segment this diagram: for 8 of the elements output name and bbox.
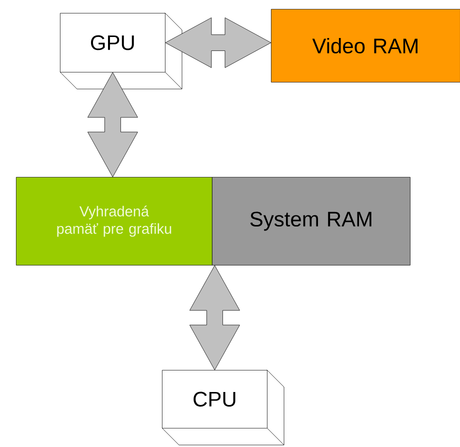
memory-box: Vyhradená pamäť pre grafiku bbox=[16, 177, 212, 266]
double-arrow bbox=[88, 72, 138, 178]
double-arrow bbox=[165, 18, 272, 68]
box-3d: CPU bbox=[162, 370, 284, 446]
double-arrow bbox=[190, 265, 240, 370]
memory-box: Video RAM bbox=[271, 9, 460, 82]
memory-box: System RAM bbox=[212, 177, 410, 266]
box-3d: GPU bbox=[60, 12, 182, 90]
